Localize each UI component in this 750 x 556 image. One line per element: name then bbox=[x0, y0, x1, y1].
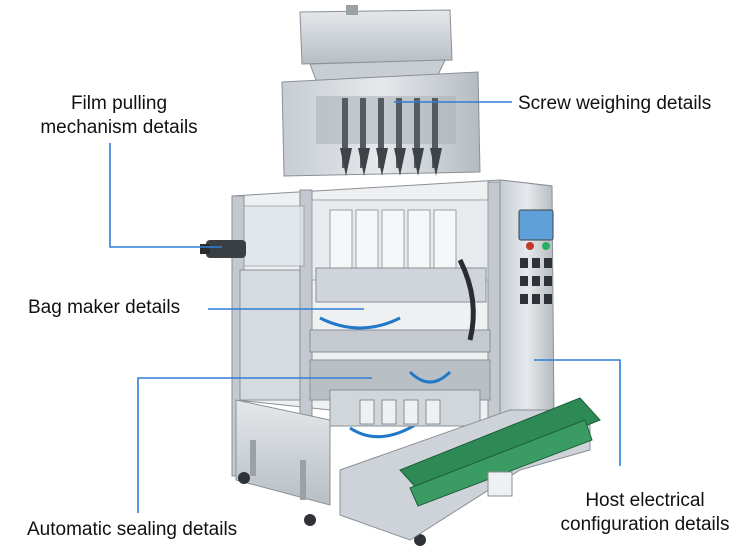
discharge-conveyor bbox=[339, 397, 601, 541]
automatic-sealing-callout: Automatic sealing details bbox=[27, 519, 238, 540]
screw-weighing-unit bbox=[281, 71, 481, 177]
film-pulling-callout-line bbox=[109, 143, 222, 248]
control-cabinet bbox=[499, 179, 555, 429]
sealing-unit bbox=[329, 389, 481, 427]
host-electrical-line-2: configuration details bbox=[560, 514, 730, 535]
bag-maker-callout: Bag maker details bbox=[28, 297, 181, 318]
film-roller bbox=[200, 240, 246, 258]
machine-base bbox=[235, 399, 426, 546]
callout-lines bbox=[109, 101, 621, 513]
film-pulling-line-2: mechanism details bbox=[40, 117, 198, 138]
screw-weighing-callout: Screw weighing details bbox=[518, 93, 712, 114]
film-pulling-line-1: Film pulling bbox=[70, 93, 168, 114]
automatic-sealing-callout-line bbox=[137, 377, 372, 513]
host-electrical-line-1: Host electrical bbox=[585, 490, 705, 511]
host-electrical-callout-line bbox=[534, 359, 621, 466]
host-electrical-callout: Host electrical configuration details bbox=[550, 489, 740, 537]
film-pulling-callout: Film pulling mechanism details bbox=[24, 92, 214, 140]
